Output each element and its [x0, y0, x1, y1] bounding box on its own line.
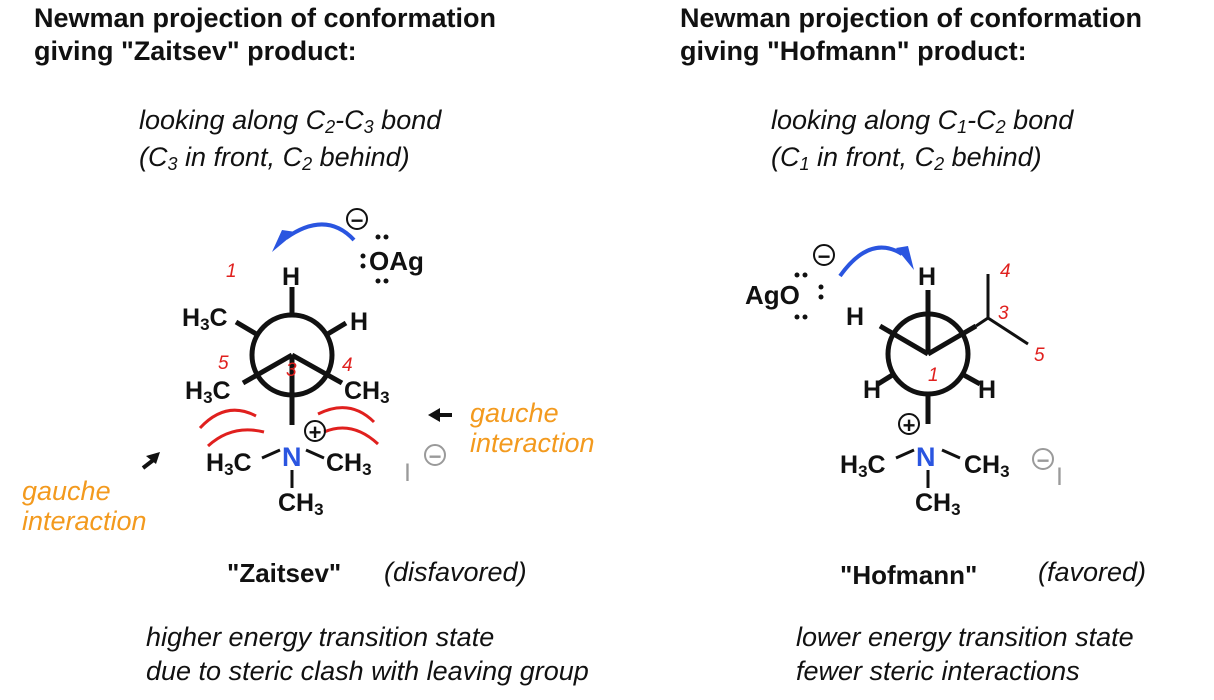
right-bond-back-left [876, 371, 896, 387]
left-view-line1: looking along C2-C3 bond [139, 105, 442, 137]
right-title-line2: giving "Hofmann" product: [680, 36, 1027, 66]
left-clash-arc-1a [198, 408, 257, 430]
right-oxygen-negative-charge: − [813, 244, 835, 268]
left-carbon-number-4: 4 [342, 355, 353, 376]
left-bond-front-left [241, 352, 294, 386]
right-bond-front-left [878, 323, 930, 357]
left-h-right: H [350, 308, 369, 336]
left-product-name: "Zaitsev" [227, 558, 342, 588]
right-note-line1: lower energy transition state [796, 622, 1134, 652]
right-carbon-number-4: 4 [1000, 261, 1011, 282]
left-bond-n-right [305, 448, 325, 460]
right-preference: (favored) [1038, 557, 1147, 587]
left-bond-front-right [290, 352, 344, 386]
left-clash-arc-2a [317, 406, 376, 424]
left-n-methyl-left: H3C [206, 449, 252, 479]
right-top-h: H [918, 263, 937, 291]
right-bond-to-c3 [975, 316, 989, 328]
right-iodide-charge: − [1032, 448, 1054, 472]
right-n-methyl-left: H3C [840, 451, 886, 481]
left-carbon-number-5: 5 [218, 353, 229, 374]
left-top-h: H [282, 263, 301, 291]
left-n-methyl-right: CH3 [326, 449, 372, 479]
left-clash-arc-2b [323, 426, 380, 446]
right-view-line2: (C1 in front, C2 behind) [771, 142, 1042, 174]
left-gauche-right-text: gauche interaction [470, 398, 595, 458]
left-view-line2: (C3 in front, C2 behind) [139, 142, 410, 174]
left-title-line2: giving "Zaitsev" product: [34, 36, 357, 66]
right-view-line1: looking along C1-C2 bond [771, 105, 1074, 137]
left-iodide-charge: − [424, 444, 446, 468]
right-electron-arrow [838, 245, 904, 278]
left-n-positive-charge: + [304, 420, 326, 444]
left-bond-back-topleft [234, 319, 260, 338]
left-ch3-right: CH3 [344, 377, 390, 407]
left-gauche-label-right: gauche interaction [470, 398, 620, 458]
left-bond-n-left [261, 448, 281, 460]
left-base-label: OAg [369, 246, 424, 276]
right-note-line2: fewer steric interactions [796, 656, 1080, 686]
right-carbon-number-5: 5 [1034, 345, 1045, 366]
left-preference: (disfavored) [384, 557, 527, 587]
right-title-line1: Newman projection of conformation [680, 3, 1143, 33]
right-iodide: I [1056, 463, 1063, 491]
right-bond-c3-c5 [987, 316, 1029, 346]
left-note-line1: higher energy transition state [146, 622, 495, 652]
left-iodide: I [404, 459, 411, 487]
left-carbon-number-1: 1 [226, 261, 237, 282]
right-h-left: H [846, 303, 865, 331]
left-note-line2: due to steric clash with leaving group [146, 656, 589, 686]
left-ch3-left: H3C [185, 377, 231, 407]
right-n-positive-charge: + [898, 413, 920, 437]
left-gauche-left-text: gauche interaction [22, 476, 147, 536]
left-oxygen-negative-charge: − [346, 208, 368, 232]
left-carbon-number-3: 3 [286, 360, 297, 381]
left-nitrogen: N [282, 442, 302, 472]
right-nitrogen: N [916, 442, 936, 472]
left-ch3-top-left: H3C [182, 304, 228, 334]
right-n-methyl-right: CH3 [964, 451, 1010, 481]
right-n-methyl-bottom: CH3 [915, 489, 961, 519]
right-carbon-number-3: 3 [998, 303, 1009, 324]
right-h-bottom-left: H [863, 376, 882, 404]
right-h-bottom-right: H [978, 376, 997, 404]
left-n-methyl-bottom: CH3 [278, 489, 324, 519]
right-electron-arrowhead [896, 246, 914, 270]
right-carbon-number-1: 1 [928, 365, 939, 386]
left-bond-back-topright [324, 320, 348, 338]
left-title-line1: Newman projection of conformation [34, 3, 497, 33]
right-bond-n-right [941, 448, 961, 460]
left-electron-arrowhead [272, 230, 296, 252]
right-bond-front-right [926, 323, 978, 357]
right-bond-back-right [960, 371, 982, 387]
right-bond-n-left [895, 448, 915, 460]
right-base-label: AgO [745, 280, 800, 310]
left-gauche-label-left: gauche interaction [22, 476, 172, 536]
right-product-name: "Hofmann" [840, 560, 978, 590]
left-clash-arc-1b [206, 428, 265, 448]
